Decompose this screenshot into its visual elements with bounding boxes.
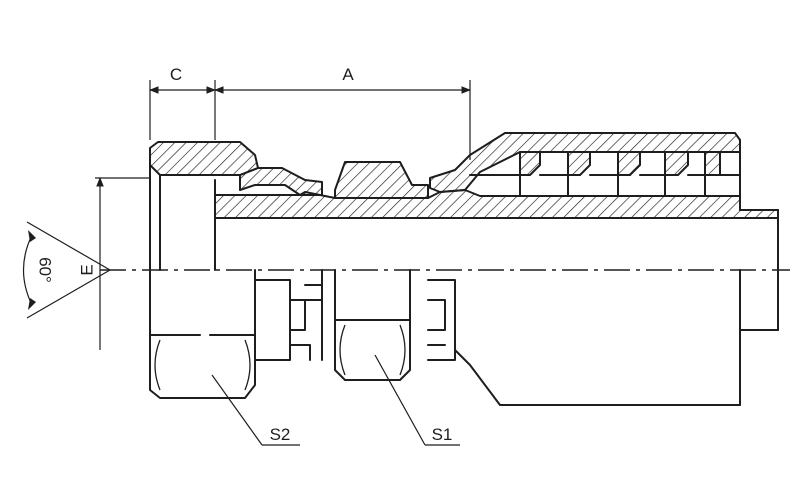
label-e: E bbox=[77, 264, 96, 275]
hex-s1 bbox=[334, 269, 411, 381]
nut-section bbox=[149, 141, 259, 176]
collar-notches bbox=[289, 299, 311, 361]
label-a: A bbox=[342, 65, 354, 84]
label-s1: S1 bbox=[432, 425, 453, 444]
ferrule-exterior bbox=[454, 329, 779, 406]
cone-angle-lines bbox=[26, 221, 112, 319]
ferrule-tooth-3 bbox=[617, 151, 641, 176]
upper-section-view bbox=[149, 132, 779, 331]
hex-s1-chamfer bbox=[339, 324, 406, 376]
leader-s1 bbox=[374, 354, 426, 446]
hex-s1-section bbox=[334, 161, 429, 199]
right-collar bbox=[427, 279, 456, 361]
ferrule-tooth-1 bbox=[519, 151, 541, 176]
angle-arrow-top bbox=[28, 230, 36, 242]
ferrule-tooth-4 bbox=[664, 151, 689, 176]
label-s2: S2 bbox=[270, 425, 291, 444]
collar-ridge bbox=[304, 284, 323, 301]
cone-angle-arc bbox=[23, 234, 33, 306]
angle-arrow-bottom bbox=[28, 298, 36, 310]
label-angle: 60° bbox=[36, 257, 55, 283]
collar-exterior bbox=[254, 279, 291, 361]
label-c: C bbox=[170, 65, 182, 84]
nut-s2-hex bbox=[149, 269, 256, 399]
dimensions bbox=[23, 80, 471, 446]
ferrule-tooth-5 bbox=[704, 151, 721, 176]
collar-section bbox=[239, 167, 323, 196]
nut-s2-chamfer bbox=[154, 339, 251, 391]
ferrule-tooth-2 bbox=[567, 151, 591, 176]
leader-s2 bbox=[211, 374, 263, 446]
lower-exterior-view bbox=[149, 269, 779, 406]
stem-section bbox=[214, 189, 779, 219]
